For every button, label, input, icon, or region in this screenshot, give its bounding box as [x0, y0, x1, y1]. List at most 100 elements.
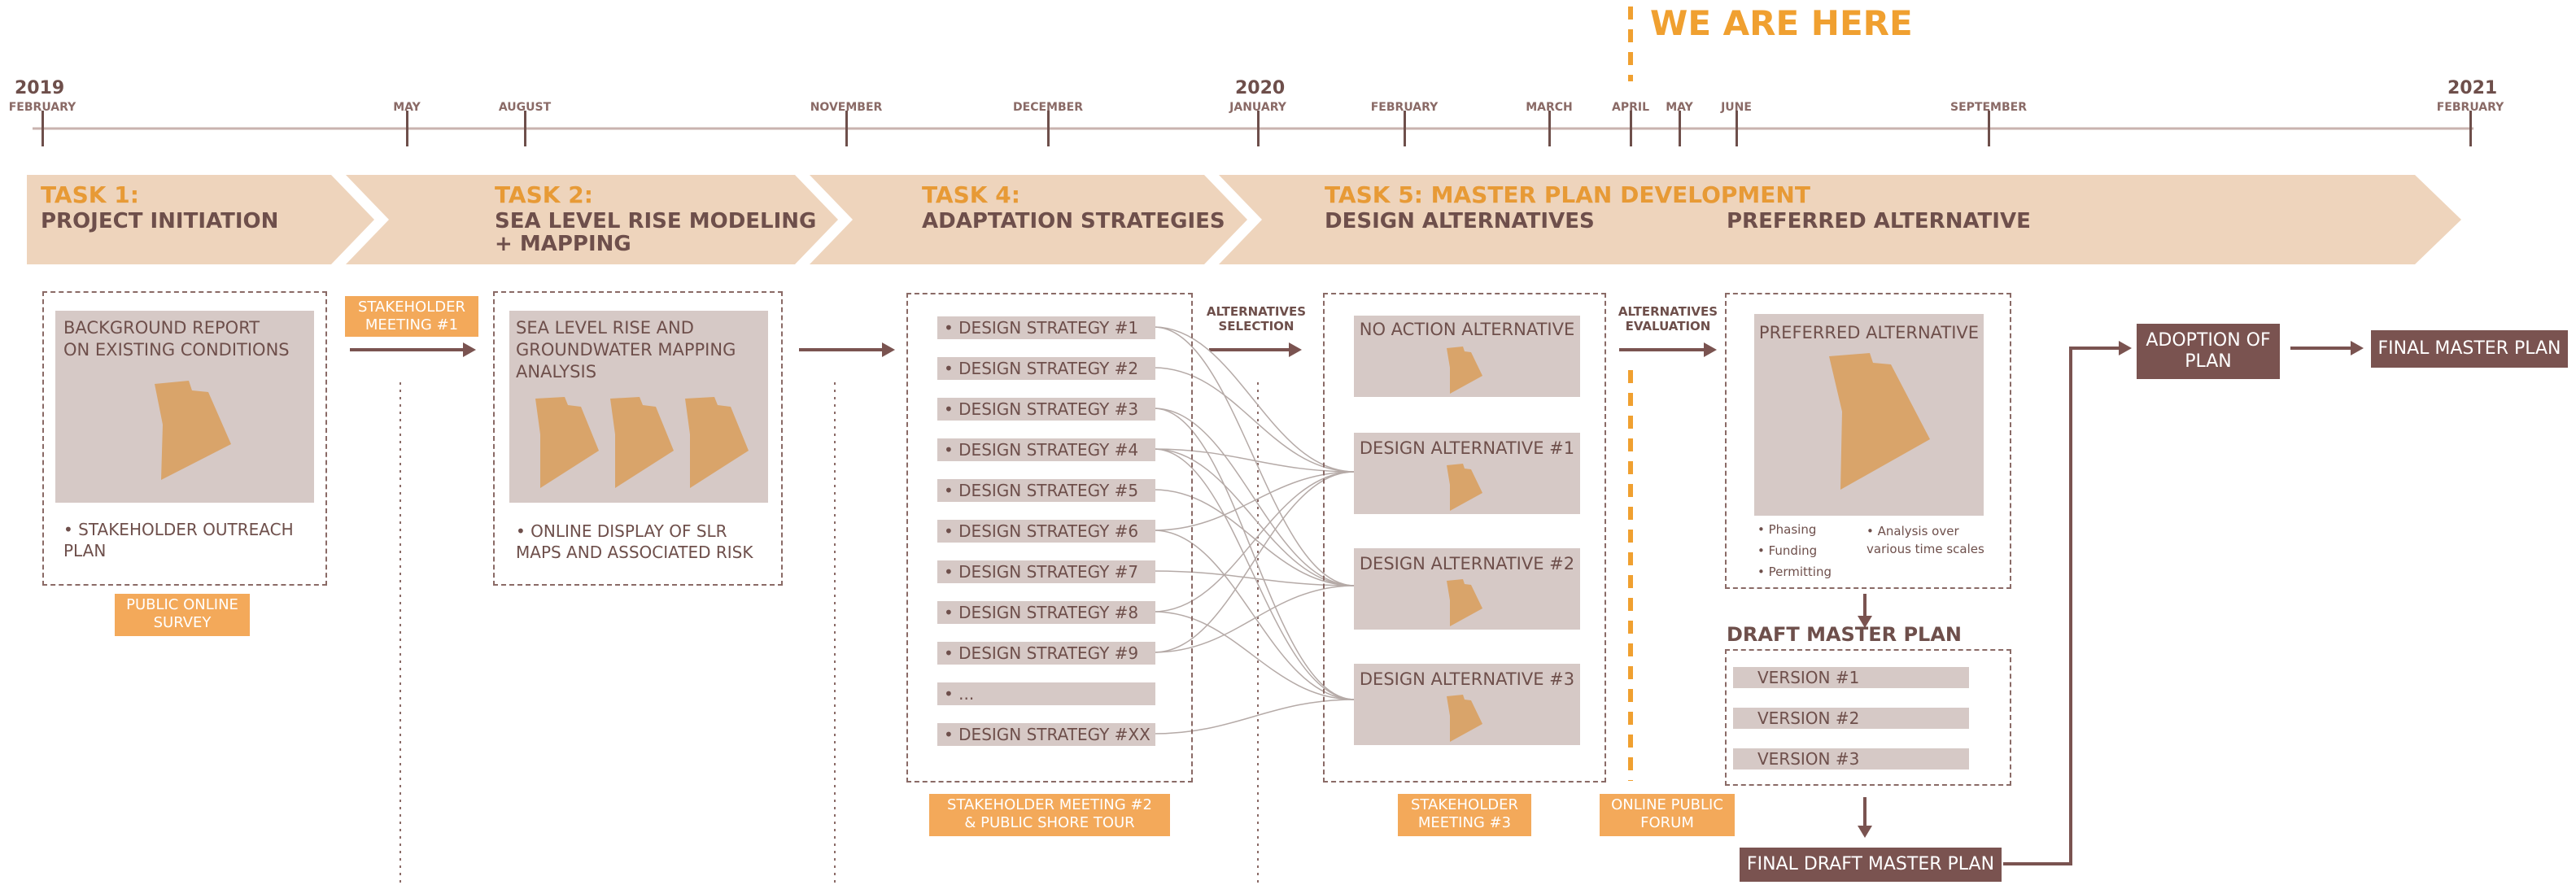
month-label: JANUARY	[1229, 101, 1286, 114]
label-line: ALTERNATIVES	[1206, 304, 1307, 319]
label-line: SELECTION	[1218, 319, 1295, 334]
stakeholder-outreach-line1: • STAKEHOLDER OUTREACH	[63, 520, 294, 539]
tag-line: PUBLIC ONLINE	[126, 596, 238, 613]
public-online-survey-tag: PUBLIC ONLINE SURVEY	[115, 594, 250, 636]
slr-parcel-icons	[535, 397, 749, 488]
dotted-verticals	[399, 382, 1259, 885]
timeline-tick	[1988, 111, 1990, 146]
preferred-alternative-box	[1725, 293, 2011, 589]
tag-line: MEETING #1	[365, 316, 459, 334]
arrow-heads	[463, 341, 2364, 838]
alternative-title: NO ACTION ALTERNATIVE	[1359, 320, 1575, 339]
task4-box	[906, 293, 1193, 783]
preferred-parcel-icon	[1829, 353, 1930, 490]
timeline-tick	[1736, 111, 1738, 146]
month-label: JUNE	[1721, 101, 1752, 114]
adoption-line: PLAN	[2185, 351, 2232, 372]
stakeholder-outreach-line2: PLAN	[63, 541, 107, 560]
month-label: DECEMBER	[1013, 101, 1083, 114]
task5-design-alternatives: DESIGN ALTERNATIVES	[1325, 209, 1595, 233]
timeline-tick	[2469, 111, 2472, 146]
alternative-parcel-icon	[1447, 695, 1482, 742]
alternative-parcel-icon	[1447, 579, 1482, 626]
design-strategy-item: • DESIGN STRATEGY #2	[937, 357, 1155, 380]
task1-chevron	[27, 175, 374, 264]
design-strategy-item: • DESIGN STRATEGY #8	[937, 601, 1155, 624]
final-draft-master-plan: FINAL DRAFT MASTER PLAN	[1740, 848, 2002, 882]
draft-version-item: VERSION #1	[1733, 667, 1969, 688]
alternative-title: DESIGN ALTERNATIVE #1	[1359, 438, 1575, 458]
tag-line: ONLINE PUBLIC	[1611, 796, 1723, 813]
design-strategy-item: • DESIGN STRATEGY #5	[937, 479, 1155, 502]
task2-chevron	[346, 175, 838, 264]
alternative-title: DESIGN ALTERNATIVE #3	[1359, 669, 1575, 689]
timeline-tick	[1047, 111, 1050, 146]
timeline-tick	[524, 111, 526, 146]
slr-analysis-line3: ANALYSIS	[516, 362, 597, 381]
online-display-line1: • ONLINE DISPLAY OF SLR	[516, 521, 727, 541]
preferred-bullet-funding: • Funding	[1757, 543, 1818, 558]
month-label: APRIL	[1611, 101, 1650, 114]
design-strategy-item: • DESIGN STRATEGY #1	[937, 316, 1155, 339]
draft-version-item: VERSION #3	[1733, 748, 1969, 769]
timeline-tick	[1679, 111, 1681, 146]
month-label: MAY	[1666, 101, 1693, 114]
adoption-of-plan: ADOPTION OF PLAN	[2137, 324, 2280, 379]
stakeholder-meeting-2-tag: STAKEHOLDER MEETING #2 & PUBLIC SHORE TO…	[929, 794, 1170, 836]
preferred-alternative-title: PREFERRED ALTERNATIVE	[1758, 323, 1980, 342]
task2-name-line1: SEA LEVEL RISE MODELING	[495, 209, 817, 233]
alternatives-evaluation-label: ALTERNATIVES EVALUATION	[1613, 304, 1723, 334]
task1-number: TASK 1:	[41, 181, 139, 208]
draft-master-plan-box	[1725, 649, 2011, 786]
task4-number: TASK 4:	[922, 181, 1020, 208]
tag-line: SURVEY	[153, 614, 212, 631]
draft-version-item: VERSION #2	[1733, 708, 1969, 729]
preferred-bullet-phasing: • Phasing	[1757, 522, 1817, 537]
preferred-bullet-permitting: • Permitting	[1757, 565, 1832, 579]
flow-arrows	[350, 347, 2356, 865]
task1-name: PROJECT INITIATION	[41, 209, 279, 233]
year-2019: 2019	[15, 78, 65, 98]
design-strategy-item: • DESIGN STRATEGY #9	[937, 642, 1155, 665]
online-display-line2: MAPS AND ASSOCIATED RISK	[516, 543, 753, 562]
task4-name: ADAPTATION STRATEGIES	[922, 209, 1225, 233]
month-label: NOVEMBER	[810, 101, 883, 114]
tag-line: & PUBLIC SHORE TOUR	[964, 814, 1135, 831]
design-alternatives-box	[1323, 293, 1606, 783]
alternatives-selection-label: ALTERNATIVES SELECTION	[1201, 304, 1312, 334]
stakeholder-meeting-3-tag: STAKEHOLDER MEETING #3	[1398, 794, 1531, 836]
timeline-tick	[1257, 111, 1260, 146]
timeline-tick	[845, 111, 848, 146]
task5-number: TASK 5: MASTER PLAN DEVELOPMENT	[1325, 181, 1810, 208]
month-label: MAY	[393, 101, 421, 114]
timeline-tick	[1548, 111, 1551, 146]
task2-number: TASK 2:	[495, 181, 593, 208]
tag-line: FORUM	[1640, 814, 1694, 831]
we-are-here-label: WE ARE HERE	[1650, 3, 1913, 43]
tag-line: STAKEHOLDER	[358, 299, 465, 316]
design-strategy-item: • DESIGN STRATEGY #XX	[937, 723, 1155, 746]
month-label: FEBRUARY	[1370, 101, 1439, 114]
year-2020: 2020	[1235, 78, 1286, 98]
tag-line: STAKEHOLDER	[1411, 796, 1518, 813]
design-strategy-item: • DESIGN STRATEGY #3	[937, 398, 1155, 421]
background-report-line2: ON EXISTING CONDITIONS	[63, 340, 290, 360]
preferred-analysis-line1: • Analysis over	[1867, 524, 1959, 538]
alternative-parcel-icon	[1447, 347, 1482, 394]
draft-master-plan-title: DRAFT MASTER PLAN	[1727, 623, 1962, 646]
task4-chevron	[810, 175, 1247, 264]
stakeholder-meeting-1-tag: STAKEHOLDER MEETING #1	[345, 296, 478, 337]
slr-analysis-line2: GROUNDWATER MAPPING	[516, 340, 736, 360]
site-parcel-icon	[155, 381, 231, 480]
timeline-tick	[406, 111, 408, 146]
month-label: FEBRUARY	[2436, 101, 2504, 114]
slr-analysis-line1: SEA LEVEL RISE AND	[516, 318, 694, 338]
label-line: EVALUATION	[1625, 319, 1711, 334]
task2-box	[493, 291, 783, 586]
year-2021: 2021	[2447, 78, 2498, 98]
timeline-tick	[1630, 111, 1632, 146]
month-label: SEPTEMBER	[1950, 101, 2027, 114]
online-public-forum-tag: ONLINE PUBLIC FORUM	[1600, 794, 1735, 836]
task-band	[27, 175, 2461, 264]
